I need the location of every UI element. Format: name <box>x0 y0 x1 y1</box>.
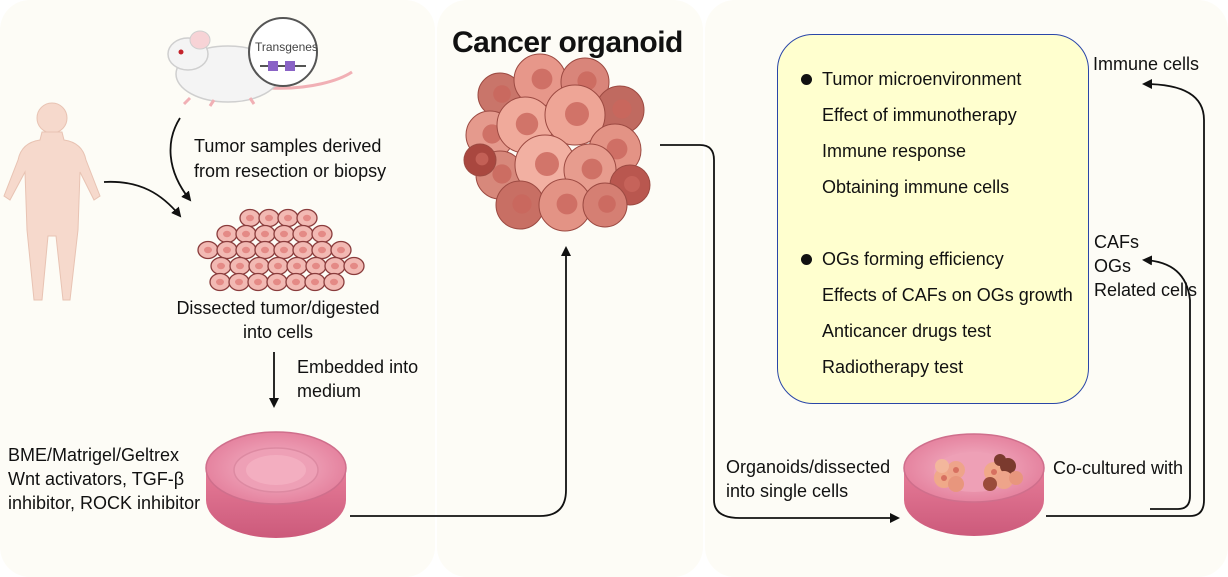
organoid-cell-nucleus <box>612 99 632 119</box>
application-item: Tumor microenvironment <box>822 69 1022 89</box>
application-item: Anticancer drugs test <box>822 321 992 341</box>
tissue-cell-nucleus <box>311 278 319 286</box>
tissue-cell-nucleus <box>312 262 320 270</box>
organoids-label-line2: into single cells <box>726 481 849 501</box>
tissue-cell-nucleus <box>299 246 307 254</box>
organoid-cell-nucleus <box>556 193 578 215</box>
organoid-cell-nucleus <box>531 68 553 90</box>
organoid-cell-nucleus <box>493 85 511 103</box>
applications-box: Tumor microenvironment Effect of immunot… <box>777 34 1089 404</box>
bullet-group-1 <box>801 74 812 85</box>
tissue-cell-nucleus <box>330 278 338 286</box>
application-item: OGs forming efficiency <box>822 249 1004 269</box>
coculture-dish <box>903 433 1045 536</box>
ogs-label: OGs <box>1094 256 1132 276</box>
organoid-cell-nucleus <box>492 164 512 184</box>
dissected-cells-cluster <box>197 208 365 292</box>
organoid-cell-nucleus <box>581 158 603 180</box>
tissue-cell-nucleus <box>292 278 300 286</box>
application-item: Immune response <box>822 141 967 161</box>
tissue-cell-nucleus <box>217 262 225 270</box>
organoid-cell-nucleus <box>565 102 589 126</box>
organoid-cell-nucleus <box>515 112 539 136</box>
related-cells-label: Related cells <box>1094 280 1198 300</box>
tissue-cell-nucleus <box>299 230 307 238</box>
tissue-cell-nucleus <box>318 246 326 254</box>
organoid-cell-nucleus <box>606 138 628 160</box>
tissue-cell-nucleus <box>331 262 339 270</box>
cafs-label: CAFs <box>1094 232 1139 252</box>
transgenes-badge <box>248 17 318 87</box>
cancer-organoid-illustration <box>463 53 651 232</box>
application-item: Obtaining immune cells <box>822 177 1010 197</box>
immune-cells-label: Immune cells <box>1093 54 1200 74</box>
culture-dish-medium <box>205 431 347 538</box>
organoid-cell-nucleus <box>475 152 489 166</box>
medium-label-line2: Wnt activators, TGF-β <box>8 469 185 489</box>
application-item: Effects of CAFs on OGs growth <box>822 285 1073 305</box>
tissue-cell-nucleus <box>280 246 288 254</box>
bullet-group-2 <box>801 254 812 265</box>
cocultured-label: Co-cultured with <box>1053 458 1184 478</box>
tissue-cell-nucleus <box>293 262 301 270</box>
arrow-organoid-to-coculture <box>660 144 900 523</box>
application-item: Effect of immunotherapy <box>822 105 1017 125</box>
tissue-cell-nucleus <box>318 230 326 238</box>
tissue-cell-nucleus <box>261 246 269 254</box>
organoid-cell-nucleus <box>512 194 532 214</box>
tissue-cell-nucleus <box>303 214 311 222</box>
tissue-cell-nucleus <box>280 230 288 238</box>
tissue-cell-nucleus <box>261 230 269 238</box>
arrow-dish-to-organoid <box>350 246 571 517</box>
arrow-mouse-to-cells <box>169 117 192 202</box>
tissue-cell-nucleus <box>265 214 273 222</box>
organoid-cell-nucleus <box>624 176 640 192</box>
tumor-samples-label-line1: Tumor samples derived <box>194 136 382 156</box>
tissue-cell-nucleus <box>223 230 231 238</box>
medium-label-line1: BME/Matrigel/Geltrex <box>8 445 180 465</box>
arrow-coculture-to-immune <box>1046 79 1205 517</box>
organoid-small-left <box>934 459 965 492</box>
embedded-label-line2: medium <box>297 381 362 401</box>
tissue-cell-nucleus <box>242 246 250 254</box>
tissue-cell-nucleus <box>235 278 243 286</box>
tissue-cell-nucleus <box>273 278 281 286</box>
dissected-label-line1: Dissected tumor/digested <box>176 298 380 318</box>
diagram-title: Cancer organoid <box>452 26 683 59</box>
human-icon <box>3 102 101 301</box>
tissue-cell-nucleus <box>255 262 263 270</box>
tissue-cell-nucleus <box>254 278 262 286</box>
organoid-cell-nucleus <box>535 152 559 176</box>
tissue-cell-nucleus <box>216 278 224 286</box>
tissue-cell-nucleus <box>223 246 231 254</box>
organoid-small-right <box>983 454 1023 491</box>
embedded-label-line1: Embedded into <box>297 357 419 377</box>
organoid-cell-nucleus <box>482 124 502 144</box>
tissue-cell-nucleus <box>274 262 282 270</box>
flow-arrows <box>103 79 1205 523</box>
tissue-cell-nucleus <box>242 230 250 238</box>
tissue-cell-nucleus <box>337 246 345 254</box>
tissue-cell-nucleus <box>204 246 212 254</box>
tissue-cell-nucleus <box>284 214 292 222</box>
tissue-cell-nucleus <box>350 262 358 270</box>
transgenes-badge-label: Transgenes <box>255 40 318 54</box>
tumor-samples-label-line2: from resection or biopsy <box>194 161 387 181</box>
organoids-label-line1: Organoids/dissected <box>726 457 891 477</box>
tissue-cell-nucleus <box>246 214 254 222</box>
organoid-cell-nucleus <box>598 195 616 213</box>
application-item: Radiotherapy test <box>822 357 964 377</box>
tissue-cell-nucleus <box>236 262 244 270</box>
arrow-human-to-cells <box>103 180 182 218</box>
arrow-coculture-to-cafs <box>1142 255 1191 510</box>
dissected-label-line2: into cells <box>242 322 314 342</box>
medium-label-line3: inhibitor, ROCK inhibitor <box>8 493 201 513</box>
